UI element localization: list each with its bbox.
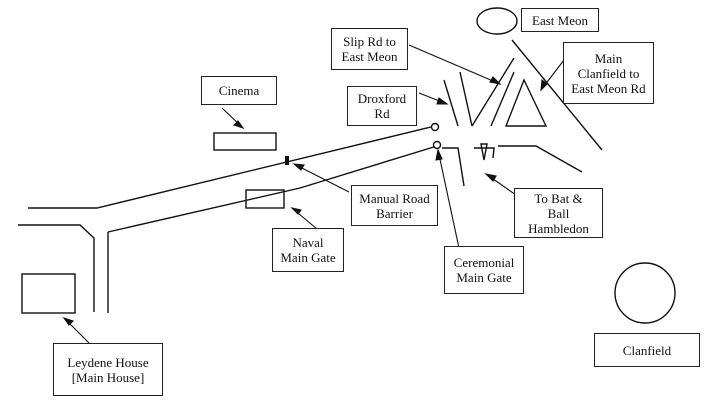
label-manual-road-barrier: Manual Road Barrier (351, 185, 438, 226)
label-cinema: Cinema (201, 76, 277, 105)
label-bat-ball-hambledon: To Bat & Ball Hambledon (514, 188, 603, 238)
clanfield-ellipse (614, 262, 676, 324)
leydene-house-building (21, 273, 76, 314)
arrow-ceremonial (437, 149, 460, 249)
traffic-island-north (504, 78, 548, 127)
label-main-clanfield-rd: Main Clanfield to East Meon Rd (563, 42, 654, 104)
gate-marker-north (430, 122, 440, 132)
main-road-lower-edge (18, 224, 95, 312)
main-clanfield-rd-west-edge (490, 71, 515, 127)
label-naval-main-gate: Naval Main Gate (272, 228, 344, 272)
arrow-barrier (293, 163, 350, 193)
junction-lower-left-edge (442, 147, 465, 187)
naval-gate-building (245, 189, 285, 209)
road-barrier-marker (285, 156, 289, 165)
cinema-building (213, 132, 277, 151)
main-clanfield-rd-east-edge (511, 39, 603, 151)
label-slip-rd: Slip Rd to East Meon (331, 28, 408, 70)
main-road-upper-edge (28, 125, 436, 209)
gate-marker-ceremonial (432, 140, 442, 150)
label-droxford-rd: Droxford Rd (347, 86, 417, 126)
main-road-lower-edge-east (107, 145, 438, 233)
droxford-rd-west-edge (443, 79, 459, 127)
arrow-slip-rd (408, 44, 501, 85)
label-clanfield: Clanfield (594, 333, 700, 367)
east-meon-ellipse (476, 7, 518, 35)
label-leydene-house: Leydene House [Main House] (53, 343, 163, 396)
traffic-island-south (480, 143, 488, 161)
label-ceremonial-main-gate: Ceremonial Main Gate (444, 246, 524, 294)
droxford-rd-east-edge (459, 71, 473, 127)
label-east-meon: East Meon (521, 8, 599, 32)
junction-lower-right-edge (474, 147, 495, 159)
slip-rd-edge (471, 57, 515, 127)
clanfield-rd-south-edge (498, 145, 583, 173)
